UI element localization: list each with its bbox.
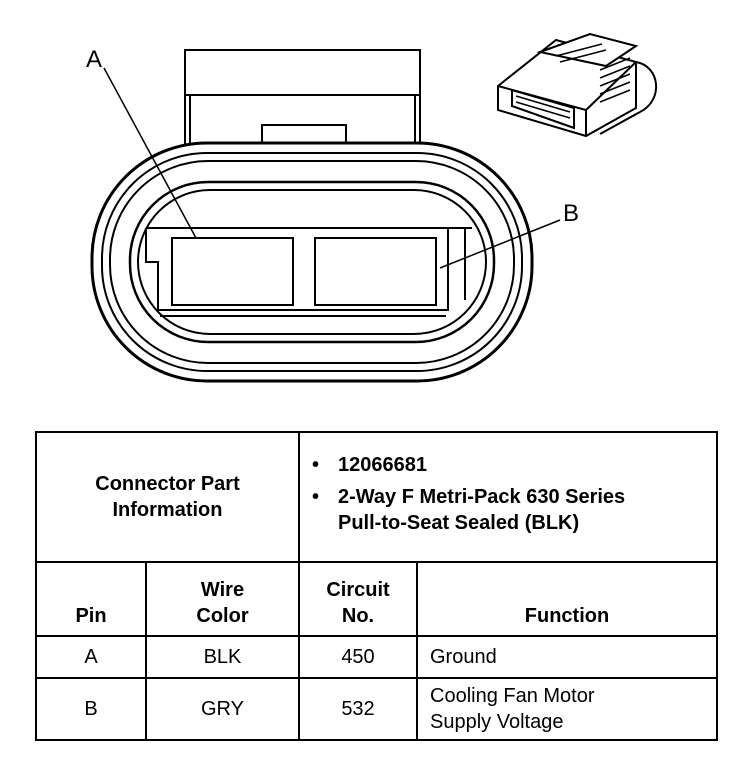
connector-diagram (90, 32, 657, 383)
pin-cell: B (35, 677, 147, 741)
callout-a-label: A (86, 46, 103, 73)
connector-part-label: Connector Part Information (35, 431, 300, 563)
header-pin: Pin (35, 561, 147, 637)
wire-color-cell: GRY (145, 677, 300, 741)
callout-b-label: B (563, 200, 580, 227)
circuit-no-cell: 450 (298, 635, 418, 679)
table-row: B GRY 532 Cooling Fan Motor Supply Volta… (35, 677, 718, 741)
terminal-a (171, 237, 294, 306)
callout-a-leader (103, 67, 197, 239)
function-cell: Ground (416, 635, 718, 679)
header-circuit-no: Circuit No. (298, 561, 418, 637)
callout-b-leader (439, 219, 561, 269)
connector-description: 2-Way F Metri-Pack 630 Series Pull-to-Se… (312, 484, 638, 536)
terminal-cavity (145, 227, 472, 317)
pin-cell: A (35, 635, 147, 679)
connector-info-table: Connector Part Information 12066681 2-Wa… (35, 431, 718, 741)
header-wire-color: Wire Color (145, 561, 300, 637)
connector-latch (184, 49, 421, 146)
connector-housing (90, 141, 534, 383)
wire-color-cell: BLK (145, 635, 300, 679)
part-number: 12066681 (312, 452, 708, 478)
table-header-row: Pin Wire Color Circuit No. Function (35, 561, 718, 637)
connector-thumbnail (497, 32, 657, 138)
connector-part-row: Connector Part Information 12066681 2-Wa… (35, 431, 718, 563)
function-cell: Cooling Fan Motor Supply Voltage (416, 677, 718, 741)
terminal-b (314, 237, 437, 306)
connector-part-details: 12066681 2-Way F Metri-Pack 630 Series P… (298, 431, 718, 563)
circuit-no-cell: 532 (298, 677, 418, 741)
header-function: Function (416, 561, 718, 637)
table-row: A BLK 450 Ground (35, 635, 718, 679)
